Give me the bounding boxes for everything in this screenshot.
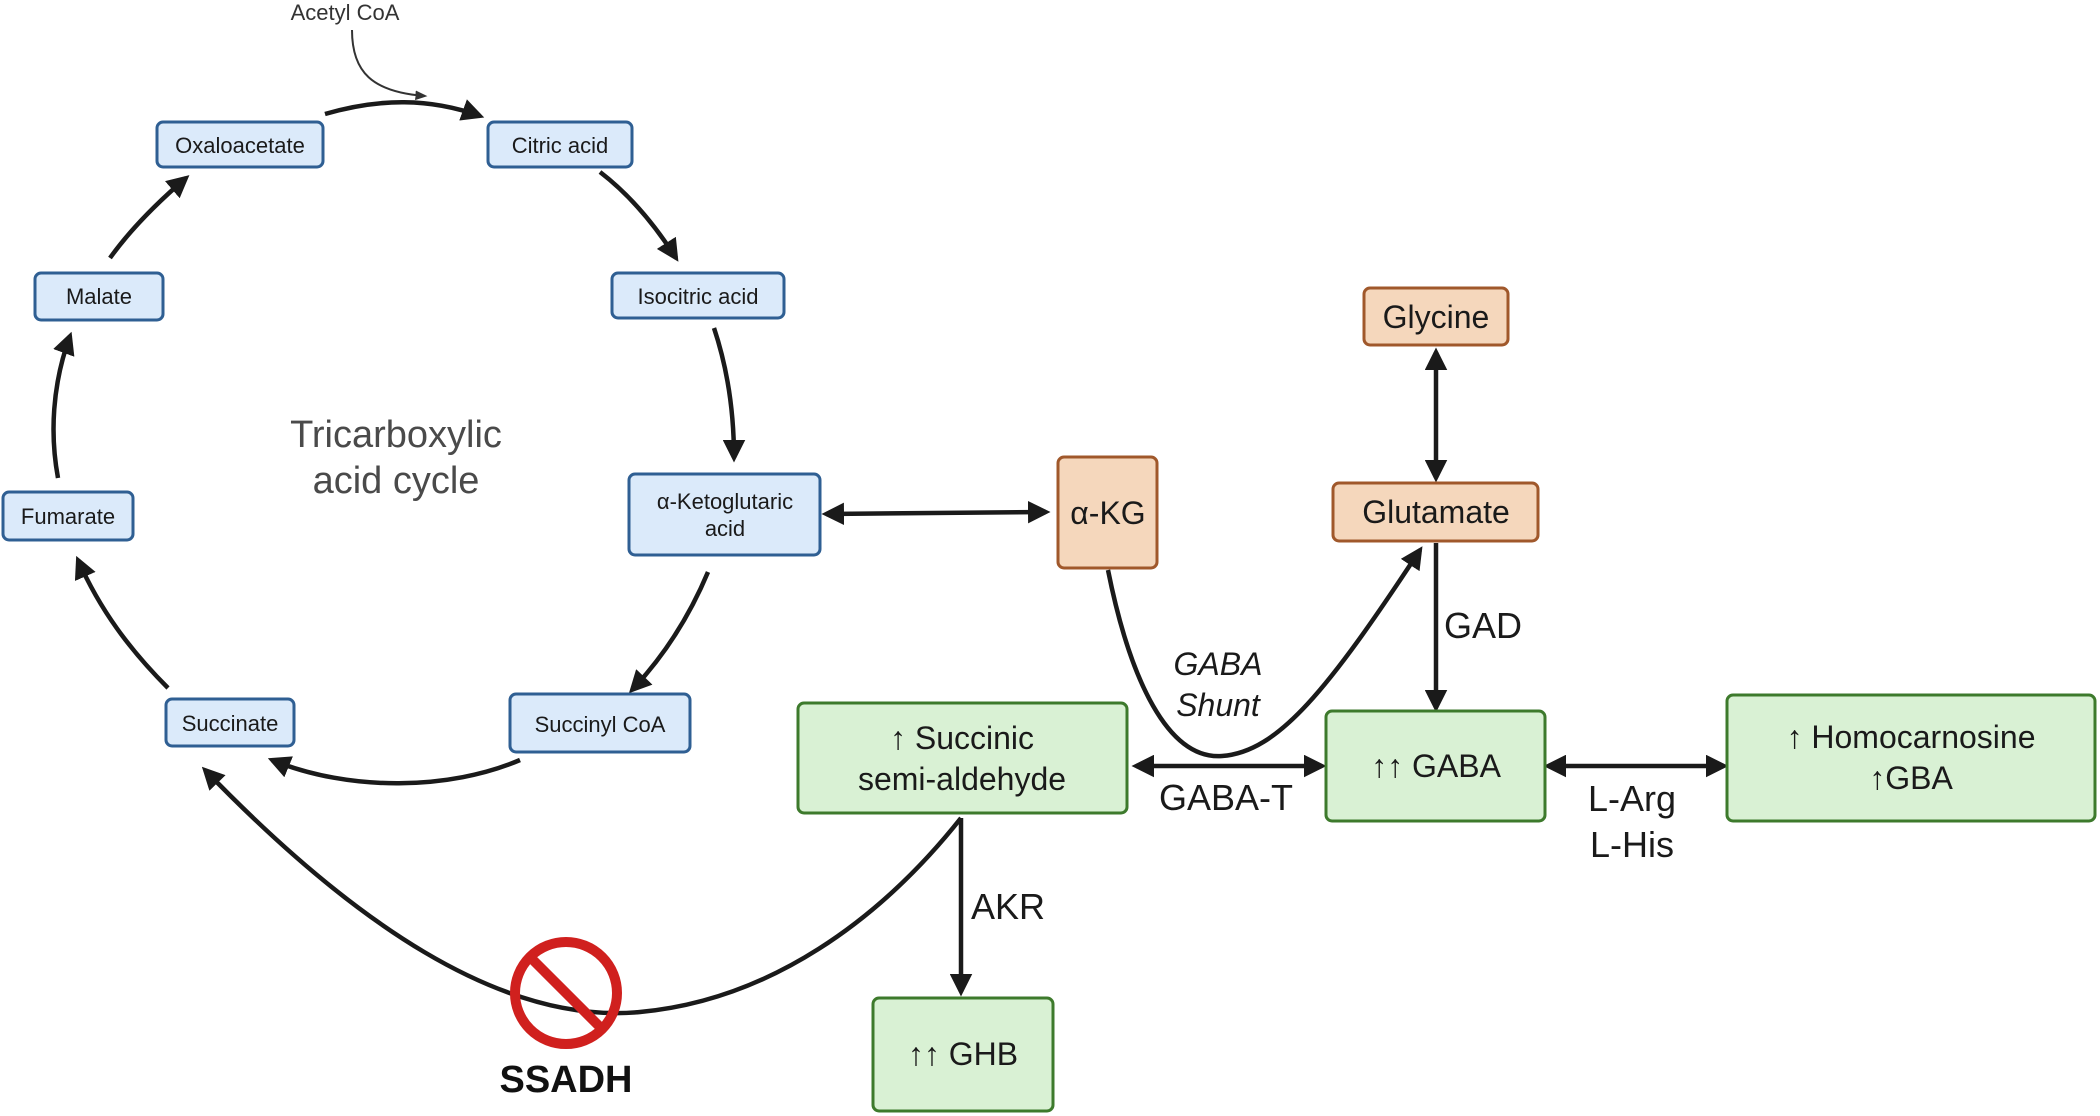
node-succinate-label: Succinate bbox=[182, 711, 279, 736]
node-glycine-label: Glycine bbox=[1383, 299, 1490, 335]
node-citric-acid: Citric acid bbox=[486, 120, 634, 169]
label-l-arg: L-Arg bbox=[1588, 778, 1676, 819]
arrow-aketo-succinylcoa bbox=[628, 571, 711, 694]
arrow-succinate-fumarate bbox=[74, 555, 170, 690]
node-glutamate: Glutamate bbox=[1331, 481, 1540, 543]
node-aketoglutaric-line2: acid bbox=[705, 516, 745, 541]
node-fumarate: Fumarate bbox=[1, 490, 135, 542]
node-homo-line2: ↑GBA bbox=[1869, 760, 1953, 796]
label-akr: AKR bbox=[971, 886, 1045, 927]
node-malate-label: Malate bbox=[66, 284, 132, 309]
arrow-isocitric-aketo bbox=[711, 327, 746, 463]
arrow-succinylcoa-succinate bbox=[267, 756, 521, 786]
node-isocitric-acid: Isocitric acid bbox=[610, 271, 786, 320]
arrow-oxaloacetate-citric bbox=[324, 99, 485, 121]
label-gaba-shunt-line1: GABA bbox=[1174, 646, 1263, 682]
node-akg-label: α-KG bbox=[1070, 495, 1145, 531]
node-homo-line1: ↑ Homocarnosine bbox=[1787, 719, 2036, 755]
label-gaba-shunt-line2: Shunt bbox=[1176, 687, 1261, 723]
node-oxaloacetate-label: Oxaloacetate bbox=[175, 133, 305, 158]
acetyl-coa-label: Acetyl CoA bbox=[291, 0, 400, 25]
node-malate: Malate bbox=[33, 271, 165, 322]
node-isocitric-acid-label: Isocitric acid bbox=[637, 284, 758, 309]
node-succinyl-coa: Succinyl CoA bbox=[508, 692, 692, 754]
node-gaba: ↑↑ GABA bbox=[1324, 709, 1547, 823]
node-ghb: ↑↑ GHB bbox=[871, 996, 1055, 1113]
cycle-title-line1: Tricarboxylic bbox=[290, 414, 502, 456]
label-ssadh: SSADH bbox=[499, 1059, 632, 1101]
arrow-citric-isocitric bbox=[598, 170, 679, 262]
node-aketoglutaric-line1: α-Ketoglutaric bbox=[657, 489, 793, 514]
node-glycine: Glycine bbox=[1362, 286, 1510, 347]
arrow-ssa-succinate-blocked bbox=[201, 766, 963, 1016]
node-ssa-line1: ↑ Succinic bbox=[890, 720, 1034, 756]
node-succinic-semialdehyde: ↑ Succinic semi-aldehyde bbox=[796, 701, 1129, 815]
node-homocarnosine: ↑ Homocarnosine ↑GBA bbox=[1725, 693, 2097, 823]
node-fumarate-label: Fumarate bbox=[21, 504, 115, 529]
acetyl-coa-arrow bbox=[351, 29, 428, 101]
prohibition-icon bbox=[510, 937, 622, 1049]
node-ssa-line2: semi-aldehyde bbox=[858, 761, 1066, 797]
label-gad: GAD bbox=[1444, 605, 1522, 646]
cycle-title-line2: acid cycle bbox=[313, 460, 480, 502]
node-akg: α-KG bbox=[1056, 455, 1159, 570]
node-succinyl-coa-label: Succinyl CoA bbox=[535, 712, 666, 737]
node-succinate: Succinate bbox=[164, 697, 296, 748]
node-citric-acid-label: Citric acid bbox=[512, 133, 609, 158]
node-glutamate-label: Glutamate bbox=[1362, 494, 1510, 530]
arrow-aketo-akg bbox=[821, 500, 1051, 526]
arrow-malate-oxaloacetate bbox=[108, 175, 190, 260]
label-gaba-t: GABA-T bbox=[1159, 777, 1293, 818]
node-oxaloacetate: Oxaloacetate bbox=[155, 120, 325, 169]
arrow-fumarate-malate bbox=[51, 331, 75, 479]
label-l-his: L-His bbox=[1590, 824, 1674, 865]
node-gaba-label: ↑↑ GABA bbox=[1371, 748, 1501, 784]
node-ghb-label: ↑↑ GHB bbox=[908, 1036, 1018, 1072]
node-aketoglutaric-acid: α-Ketoglutaric acid bbox=[627, 472, 822, 557]
